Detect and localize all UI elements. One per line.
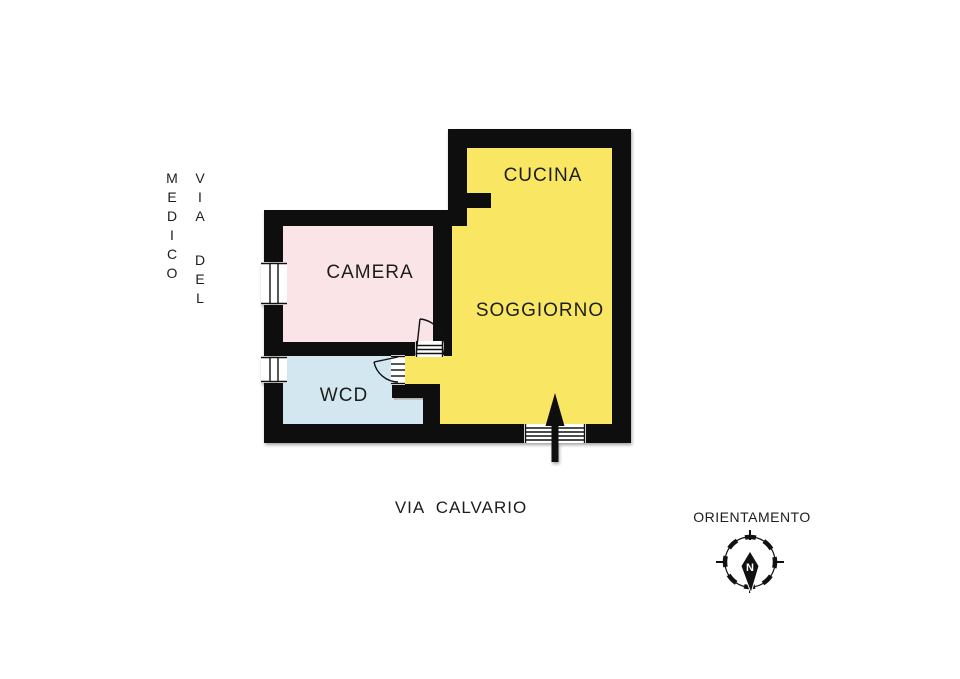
street-label-via-calvario: VIA CALVARIO (395, 498, 527, 517)
wall-right (612, 129, 631, 443)
wall-bottom-left (264, 424, 524, 443)
room-label-soggiorno: SOGGIORNO (476, 300, 604, 321)
compass-north-letter: N (746, 562, 754, 574)
wall-cucina-stub (448, 193, 491, 208)
wall-left (264, 210, 283, 443)
wall-cucina-left (448, 129, 467, 226)
room-soggiorno-cucina-floor (402, 146, 614, 427)
door-camera (415, 318, 446, 357)
wall-camera-top (264, 210, 467, 226)
compass-title: ORIENTAMENTO (693, 509, 811, 525)
wall-wcd-step-h (392, 384, 440, 398)
room-label-wcd: WCD (320, 385, 368, 406)
plan-labels: CUCINA CAMERA SOGGIORNO WCD VIA CALVARIO… (320, 165, 811, 525)
room-wcd-floor (281, 354, 425, 427)
window-camera (261, 262, 287, 305)
window-wcd (261, 356, 287, 383)
room-label-cucina: CUCINA (504, 165, 583, 186)
door-wcd (373, 355, 405, 385)
wall-top (448, 129, 631, 148)
floor-plan (261, 129, 631, 462)
wall-camera-right (433, 226, 452, 356)
compass-needle (740, 550, 760, 595)
wall-bottom-right (586, 424, 631, 443)
wall-wcd-step-v (423, 398, 440, 425)
wall-camera-bottom (280, 342, 452, 356)
compass-icon: N (716, 530, 784, 595)
room-label-camera: CAMERA (326, 262, 413, 283)
street-label-via-del-medico: VIA DEL MEDICO (164, 170, 208, 309)
entrance-arrow-icon (545, 393, 565, 462)
room-camera-floor (281, 224, 434, 344)
